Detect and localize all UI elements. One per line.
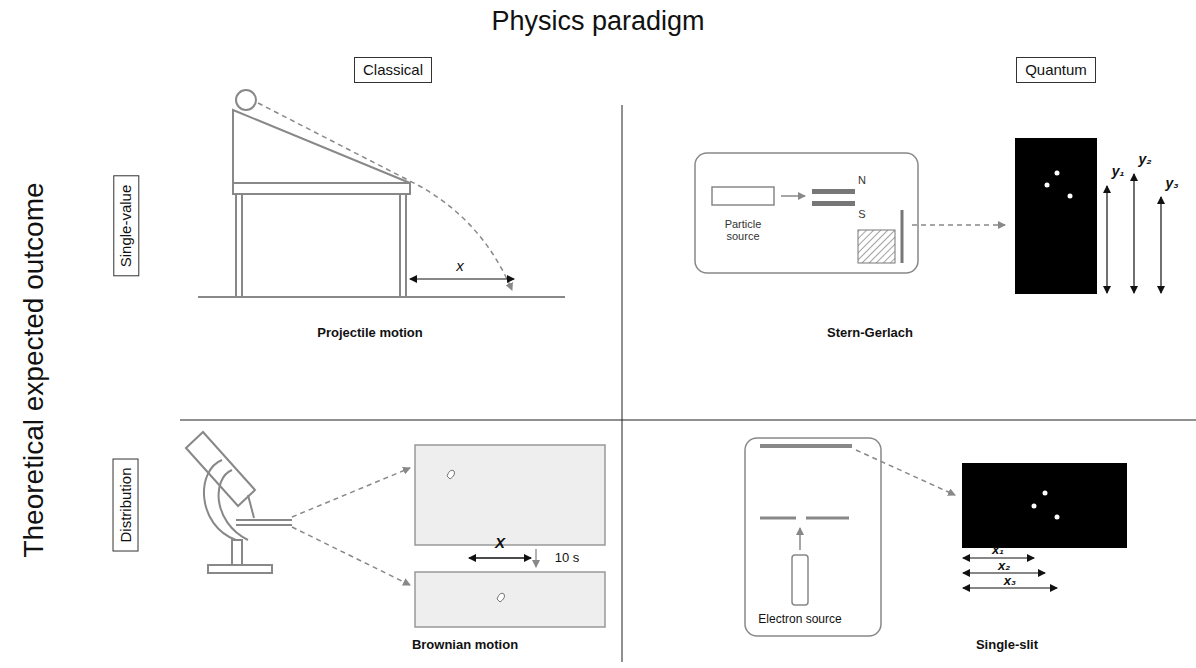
column-header: Quantum bbox=[1016, 57, 1096, 83]
hit-dot bbox=[1055, 171, 1060, 176]
detector-screen bbox=[962, 463, 1127, 548]
detector-plate bbox=[901, 210, 904, 263]
electron-source bbox=[792, 555, 808, 605]
node-text: Classical bbox=[363, 61, 423, 78]
hit-dot bbox=[1043, 491, 1048, 496]
zoom-arrow bbox=[856, 450, 955, 495]
hit-dot bbox=[1055, 515, 1060, 520]
detector-screen bbox=[1015, 138, 1097, 294]
pole-label: N bbox=[858, 174, 866, 186]
trajectory bbox=[258, 103, 512, 290]
variable: x₂ bbox=[998, 559, 1010, 573]
apparatus-housing bbox=[745, 438, 881, 636]
variable: x₁ bbox=[992, 543, 1004, 557]
hit-dot bbox=[1032, 504, 1037, 509]
time-arrow bbox=[535, 549, 537, 567]
axis-title: Theoretical expected outcome bbox=[19, 182, 50, 557]
zoom-arrow bbox=[292, 527, 410, 585]
node-text: Distribution bbox=[117, 467, 134, 542]
variable: y₂ bbox=[1138, 152, 1151, 167]
microscope bbox=[186, 432, 292, 573]
column-header: Classical bbox=[354, 57, 432, 83]
hit-dot bbox=[1045, 183, 1050, 188]
divider bbox=[180, 420, 1196, 421]
slit-wall bbox=[806, 517, 849, 520]
screen bbox=[760, 444, 852, 448]
displacement-arrow bbox=[469, 557, 531, 559]
beam-arrow bbox=[799, 528, 801, 550]
view-panel bbox=[415, 572, 605, 627]
beam-arrow bbox=[781, 195, 805, 197]
view-panel bbox=[415, 445, 605, 545]
position-arrow bbox=[1160, 197, 1161, 293]
floor bbox=[198, 296, 565, 298]
caption: Stern-Gerlach bbox=[827, 326, 913, 340]
part-name: Electron source bbox=[758, 613, 841, 626]
variable: X bbox=[495, 535, 505, 552]
particle-source bbox=[712, 187, 774, 205]
variable: y₃ bbox=[1165, 176, 1178, 191]
detector-block bbox=[858, 230, 895, 263]
variable: y₁ bbox=[1112, 164, 1125, 179]
caption: Projectile motion bbox=[317, 326, 422, 340]
particle bbox=[497, 593, 505, 602]
zoom-arrow bbox=[912, 224, 1005, 226]
position-arrow bbox=[1133, 174, 1134, 293]
divider bbox=[622, 105, 623, 662]
apparatus-housing bbox=[695, 153, 918, 273]
pole-label: S bbox=[858, 208, 865, 220]
variable: x bbox=[456, 258, 464, 275]
node-text: Single-value bbox=[117, 185, 134, 268]
variable: x₃ bbox=[1004, 574, 1016, 588]
position-arrow bbox=[1106, 186, 1107, 293]
table-ramp bbox=[233, 90, 410, 297]
node-text: Quantum bbox=[1025, 61, 1087, 78]
caption: Single-slit bbox=[976, 638, 1038, 652]
caption: Brownian motion bbox=[412, 638, 518, 652]
hit-dot bbox=[1068, 194, 1073, 199]
row-header: Single-value bbox=[113, 176, 139, 277]
magnet bbox=[812, 201, 855, 206]
particle bbox=[447, 470, 455, 479]
part-name: Particle source bbox=[713, 218, 773, 242]
title: Physics paradigm bbox=[491, 7, 704, 37]
magnet bbox=[812, 189, 855, 194]
slit-wall bbox=[760, 517, 796, 520]
zoom-arrow bbox=[292, 468, 410, 517]
row-header: Distribution bbox=[113, 458, 139, 551]
distance-arrow bbox=[410, 278, 514, 279]
time-label: 10 s bbox=[555, 551, 580, 565]
